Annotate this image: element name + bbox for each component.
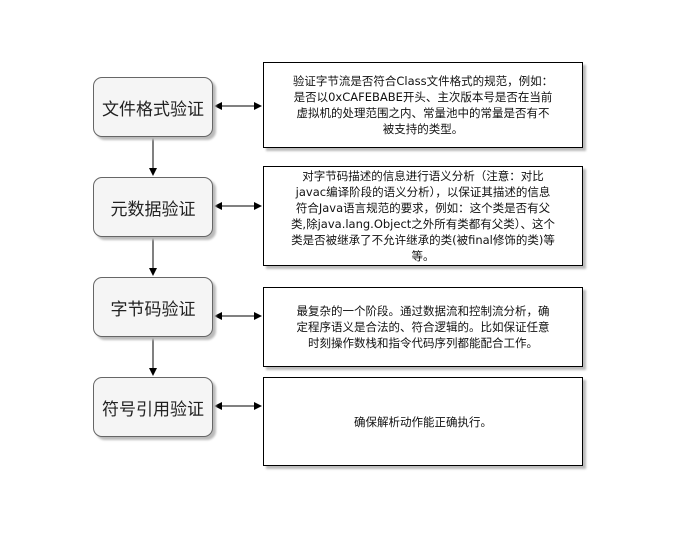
desc-bytecode: 最复杂的一个阶段。通过数据流和控制流分析，确 定程序语义是合法的、符合逻辑的。比… [263, 287, 583, 367]
desc-metadata: 对字节码描述的信息进行语义分析（注意：对比 javac编译阶段的语义分析），以保… [263, 166, 583, 266]
desc-symbol-ref: 确保解析动作能正确执行。 [263, 377, 583, 466]
step-metadata: 元数据验证 [93, 177, 213, 237]
desc-file-format: 验证字节流是否符合Class文件格式的规范，例如： 是否以0xCAFEBABE开… [263, 62, 583, 148]
step-bytecode: 字节码验证 [93, 277, 213, 337]
step-symbol-ref: 符号引用验证 [93, 377, 213, 437]
step-file-format: 文件格式验证 [93, 77, 213, 137]
